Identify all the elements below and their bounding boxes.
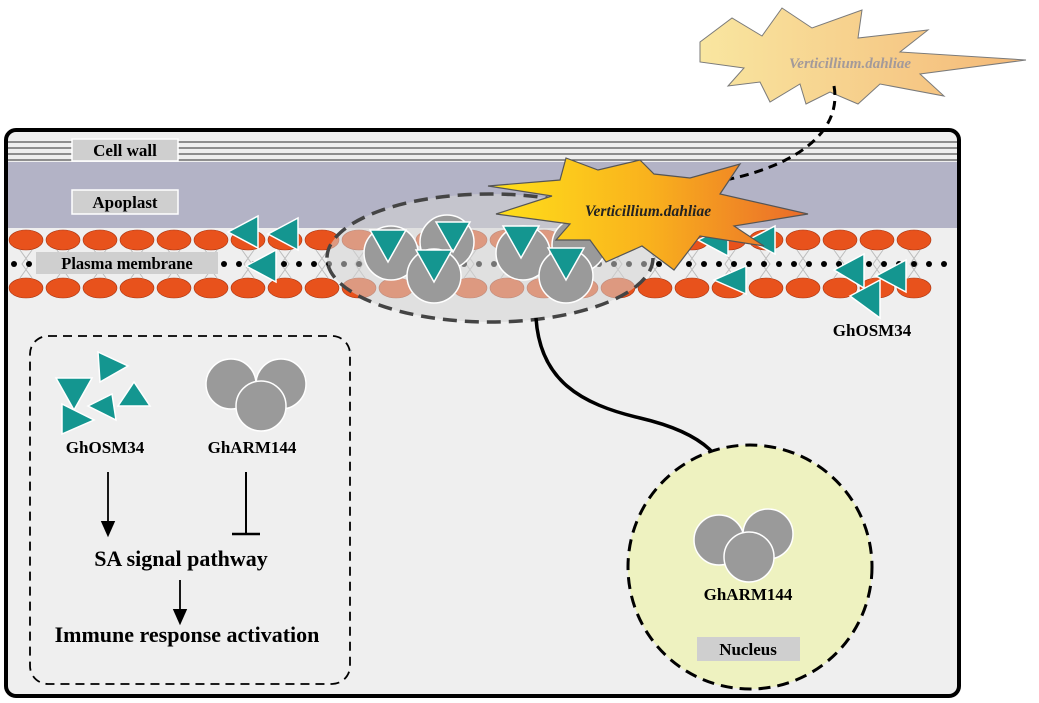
lipid-head-bottom [82,277,118,299]
ghosm34-membrane-label: GhOSM34 [833,321,912,340]
membrane-dot [836,261,842,267]
ghosm34-membrane-triangles-in-complex [368,221,586,284]
pathogen-label-outside: Verticillium.dahliae [789,56,911,72]
gharm144-nucleus-label: GhARM144 [704,585,793,604]
membrane-dot [656,261,662,267]
legend-ghosm34-label: GhOSM34 [66,438,145,457]
lipid-head-top [156,229,192,251]
plasma-membrane-label-box [36,252,218,274]
lipid-head-bottom [193,277,229,299]
membrane-dot [941,261,947,267]
membrane-dot [761,261,767,267]
lipid-head-bottom [674,277,710,299]
plasma-membrane-label: Plasma membrane [61,254,193,273]
membrane-dot [716,261,722,267]
membrane-dot [311,261,317,267]
membrane-dot [11,261,17,267]
membrane-dot [746,261,752,267]
membrane-dot [881,261,887,267]
membrane-dot [281,261,287,267]
legend-gharm144-circles [205,358,307,432]
lipid-head-bottom [304,277,340,299]
membrane-dot [821,261,827,267]
membrane-dot [26,261,32,267]
lipid-head-top [896,229,932,251]
cell-wall-label: Cell wall [93,141,157,160]
pathogen-label-inside: Verticillium.dahliae [585,203,711,220]
lipid-head-bottom [8,277,44,299]
membrane-dot [791,261,797,267]
lipid-head-top [822,229,858,251]
lipid-head-bottom [785,277,821,299]
pathogen-burst-inside [487,157,809,271]
membrane-dot [686,261,692,267]
lipid-tail [907,249,921,279]
lipid-head-bottom [156,277,192,299]
legend-gharm144-label: GhARM144 [208,438,297,457]
lipid-head-bottom [822,277,858,299]
lipid-head-top [119,229,155,251]
lipid-head-top [8,229,44,251]
membrane-dot [806,261,812,267]
lipid-head-bottom [748,277,784,299]
legend-ghosm34-triangles [54,350,152,436]
membrane-dot [236,261,242,267]
apoplast-label-box [71,189,179,215]
nucleus-label-box [697,637,800,661]
lipid-head-top [859,229,895,251]
cell-wall-label-box [71,138,179,162]
immune-response-label: Immune response activation [55,622,320,647]
apoplast-label: Apoplast [92,193,158,212]
lipid-head-bottom [45,277,81,299]
membrane-dot [776,261,782,267]
membrane-dot [731,261,737,267]
gharm144-nucleus-circles [693,508,794,583]
lipid-head-bottom [230,277,266,299]
ghosm34-membrane-triangles-left [226,214,299,284]
pathogen-burst-outside [699,7,1027,105]
membrane-dot [296,261,302,267]
lipid-head-top [82,229,118,251]
membrane-dot [701,261,707,267]
lipid-head-top [785,229,821,251]
membrane-dot [866,261,872,267]
membrane-dot [926,261,932,267]
membrane-dot [911,261,917,267]
lipid-head-bottom [119,277,155,299]
lipid-head-top [193,229,229,251]
lipid-head-top [45,229,81,251]
lipid-head-bottom [637,277,673,299]
sa-pathway-label: SA signal pathway [94,546,268,571]
nucleus-label: Nucleus [719,640,777,659]
legend-box [29,335,351,685]
membrane-dot [221,261,227,267]
